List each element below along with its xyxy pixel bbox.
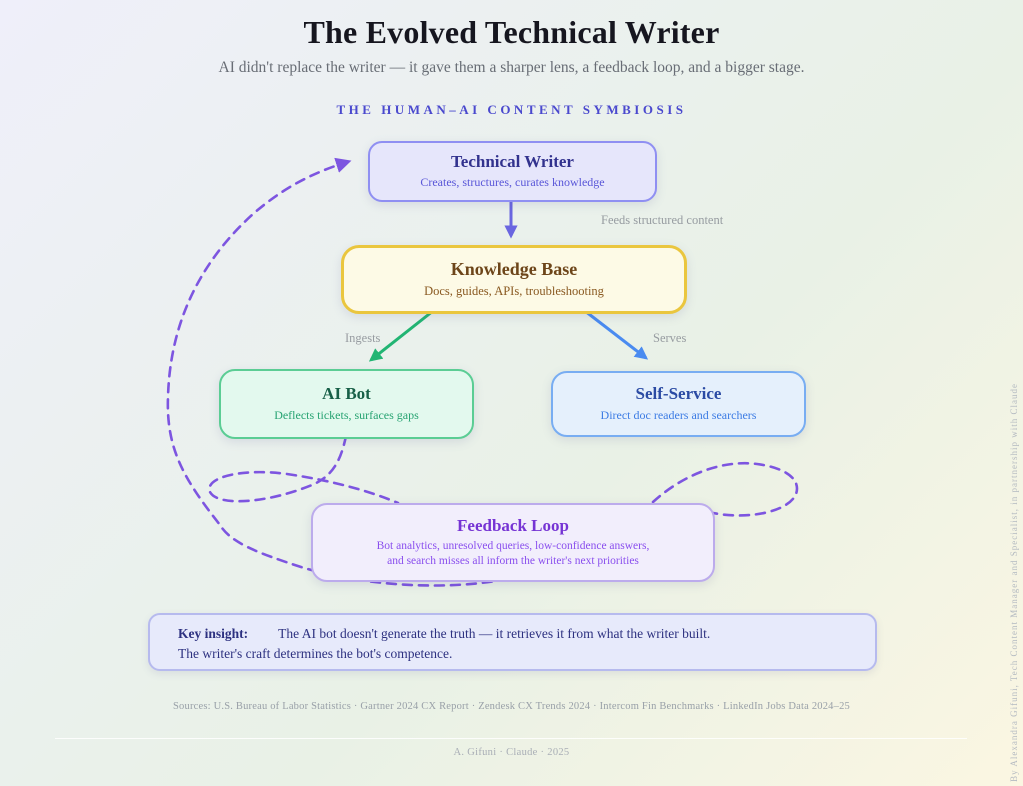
edge-label-serves: Serves	[653, 331, 687, 345]
knowledge-base-title: Knowledge Base	[450, 258, 578, 279]
self-service-title: Self-Service	[635, 384, 722, 404]
node-knowledge-base: Knowledge Base Docs, guides, APIs, troub…	[341, 245, 687, 314]
footer-divider	[55, 738, 967, 739]
key-insight-line1: Key insight: The AI bot doesn't generate …	[178, 624, 855, 644]
edge-label-ingests: Ingests	[345, 331, 381, 345]
arrow-kb-to-selfservice	[584, 309, 649, 360]
feedback-return-dashed-arc	[166, 157, 525, 587]
node-self-service: Self-Service Direct doc readers and sear…	[551, 371, 806, 437]
page-subtitle: AI didn't replace the writer — it gave t…	[218, 59, 805, 76]
feedback-loop-title: Feedback Loop	[457, 515, 569, 535]
knowledge-base-subtitle: Docs, guides, APIs, troubleshooting	[424, 283, 604, 298]
node-feedback-loop: Feedback Loop Bot analytics, unresolved …	[311, 503, 715, 582]
key-insight-text1: The AI bot doesn't generate the truth — …	[278, 626, 711, 641]
page-title: The Evolved Technical Writer	[303, 14, 720, 50]
bot-to-feedback-dashed-loop	[208, 434, 400, 505]
key-insight-label: Key insight:	[178, 626, 249, 641]
node-technical-writer: Technical Writer Creates, structures, cu…	[368, 141, 657, 202]
key-insight-line2: The writer's craft determines the bot's …	[178, 646, 453, 661]
section-eyebrow: THE HUMAN–AI CONTENT SYMBIOSIS	[336, 102, 687, 117]
sources-line: Sources: U.S. Bureau of Labor Statistics…	[173, 701, 850, 712]
arrow-kb-to-bot	[368, 309, 434, 362]
feedback-loop-subtitle-line2: and search misses all inform the writer'…	[387, 554, 639, 567]
feedback-loop-subtitle-line1: Bot analytics, unresolved queries, low-c…	[376, 540, 650, 553]
feedback-loop-subtitle: Bot analytics, unresolved queries, low-c…	[313, 539, 713, 568]
ai-bot-title: AI Bot	[322, 384, 371, 404]
footer-credit: A. Gifuni · Claude · 2025	[453, 747, 570, 758]
technical-writer-title: Technical Writer	[451, 151, 574, 171]
ai-bot-subtitle: Deflects tickets, surfaces gaps	[274, 407, 419, 422]
side-credit-vertical: By Alexandra Gifuni, Tech Content Manage…	[1009, 383, 1019, 782]
key-insight-callout: Key insight: The AI bot doesn't generate …	[148, 613, 877, 671]
edge-label-feeds-structured-content: Feeds structured content	[601, 213, 724, 227]
self-service-subtitle: Direct doc readers and searchers	[600, 407, 757, 422]
node-ai-bot: AI Bot Deflects tickets, surfaces gaps	[219, 369, 474, 439]
technical-writer-subtitle: Creates, structures, curates knowledge	[420, 175, 605, 190]
